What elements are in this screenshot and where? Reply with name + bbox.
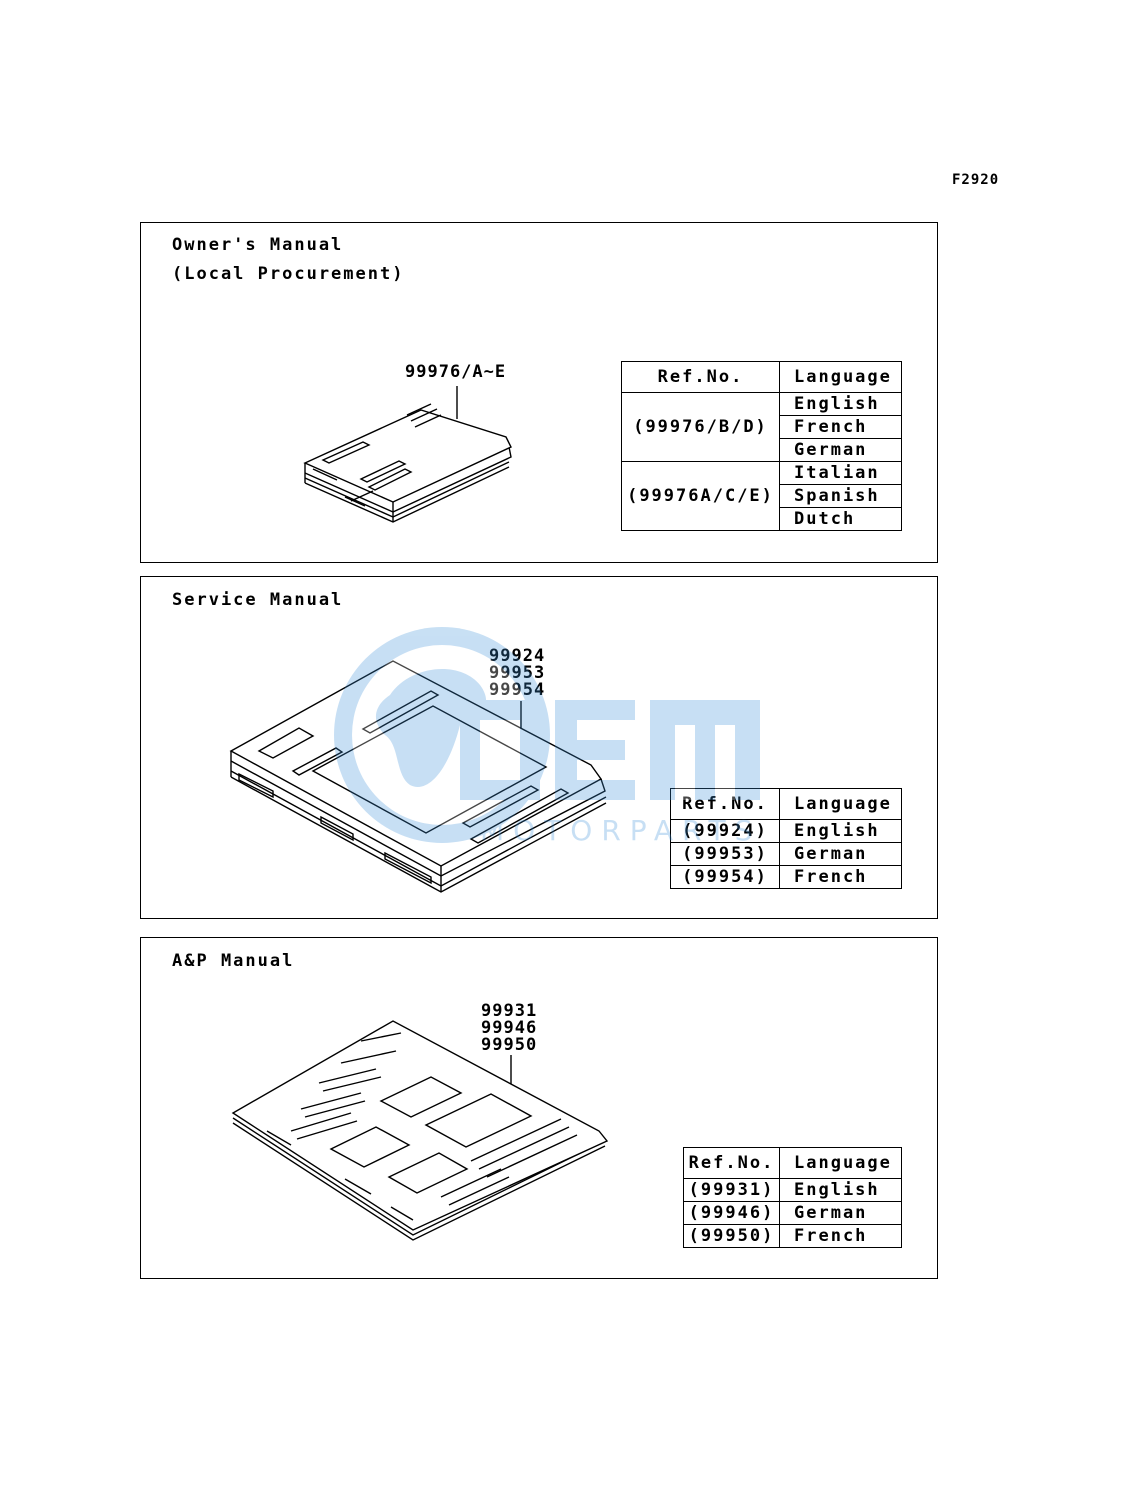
ref-no-cell: (99931) — [683, 1178, 780, 1202]
reference-table: Ref.No. Language (99931) English (99946)… — [683, 1147, 902, 1248]
service-manual-panel: Service Manual 99924 99953 99954 — [140, 576, 938, 919]
reference-table: Ref.No. Language (99924) English (99953)… — [670, 788, 902, 889]
part-callout[interactable]: 99924 99953 99954 — [489, 648, 545, 699]
column-header: Ref.No. — [621, 361, 780, 393]
owners-manual-panel: Owner's Manual (Local Procurement) 99976… — [140, 222, 938, 563]
table-row: Spanish — [622, 484, 902, 508]
part-callout[interactable]: 99931 99946 99950 — [481, 1003, 537, 1054]
callout-line: 99931 — [481, 1001, 538, 1021]
ap-manual-illustration — [231, 1020, 609, 1241]
panel-title: A&P Manual — [172, 951, 295, 971]
language-cell: French — [779, 415, 902, 439]
language-cell: English — [779, 392, 902, 416]
column-header: Ref.No. — [683, 1147, 780, 1179]
language-cell: German — [779, 1201, 902, 1225]
figure-code: F2920 — [952, 172, 1000, 188]
language-cell: French — [779, 865, 902, 889]
part-callout[interactable]: 99976/A~E — [405, 362, 507, 382]
language-cell: French — [779, 1224, 902, 1248]
column-header: Language — [779, 1147, 902, 1179]
callout-line: 99954 — [489, 680, 546, 700]
panel-title: Service Manual — [172, 590, 344, 610]
ref-no-cell: (99950) — [683, 1224, 780, 1248]
language-cell: Dutch — [779, 507, 902, 531]
ref-no-cell: (99953) — [670, 842, 780, 866]
language-cell: German — [779, 438, 902, 462]
table-row: (99976A/C/E) Italian — [621, 461, 902, 531]
language-cell: Italian — [779, 461, 902, 485]
callout-line: 99946 — [481, 1018, 538, 1038]
panel-title: Owner's Manual — [172, 235, 344, 255]
reference-table: Ref.No. Language (99976/B/D) English Fre… — [621, 361, 902, 531]
owners-manual-illustration — [303, 386, 512, 523]
table-row: (99931) English — [683, 1178, 902, 1202]
ref-no-cell: (99954) — [670, 865, 780, 889]
language-cell: German — [779, 842, 902, 866]
table-row: (99953) German — [670, 842, 902, 866]
table-row: (99954) French — [670, 865, 902, 889]
table-row: (99946) German — [683, 1201, 902, 1225]
language-cell: English — [779, 819, 902, 843]
column-header: Language — [779, 788, 902, 820]
ref-no-cell: (99946) — [683, 1201, 780, 1225]
ref-no-cell: (99976/B/D) — [621, 392, 780, 462]
table-row: (99950) French — [683, 1224, 902, 1248]
column-header: Language — [779, 361, 902, 393]
callout-line: 99950 — [481, 1035, 538, 1055]
table-row: (99976/B/D) English — [621, 392, 902, 462]
ref-no-cell: (99976A/C/E) — [621, 461, 780, 531]
callout-line: 99953 — [489, 663, 546, 683]
language-cell: English — [779, 1178, 902, 1202]
service-manual-illustration — [229, 660, 607, 893]
table-row: (99924) English — [670, 819, 902, 843]
ap-manual-panel: A&P Manual 99931 99946 99950 — [140, 937, 938, 1279]
column-header: Ref.No. — [670, 788, 780, 820]
table-row: French — [622, 415, 902, 439]
table-row: Dutch — [622, 507, 902, 531]
callout-line: 99924 — [489, 646, 546, 666]
language-cell: Spanish — [779, 484, 902, 508]
panel-subtitle: (Local Procurement) — [172, 264, 405, 284]
ref-no-cell: (99924) — [670, 819, 780, 843]
